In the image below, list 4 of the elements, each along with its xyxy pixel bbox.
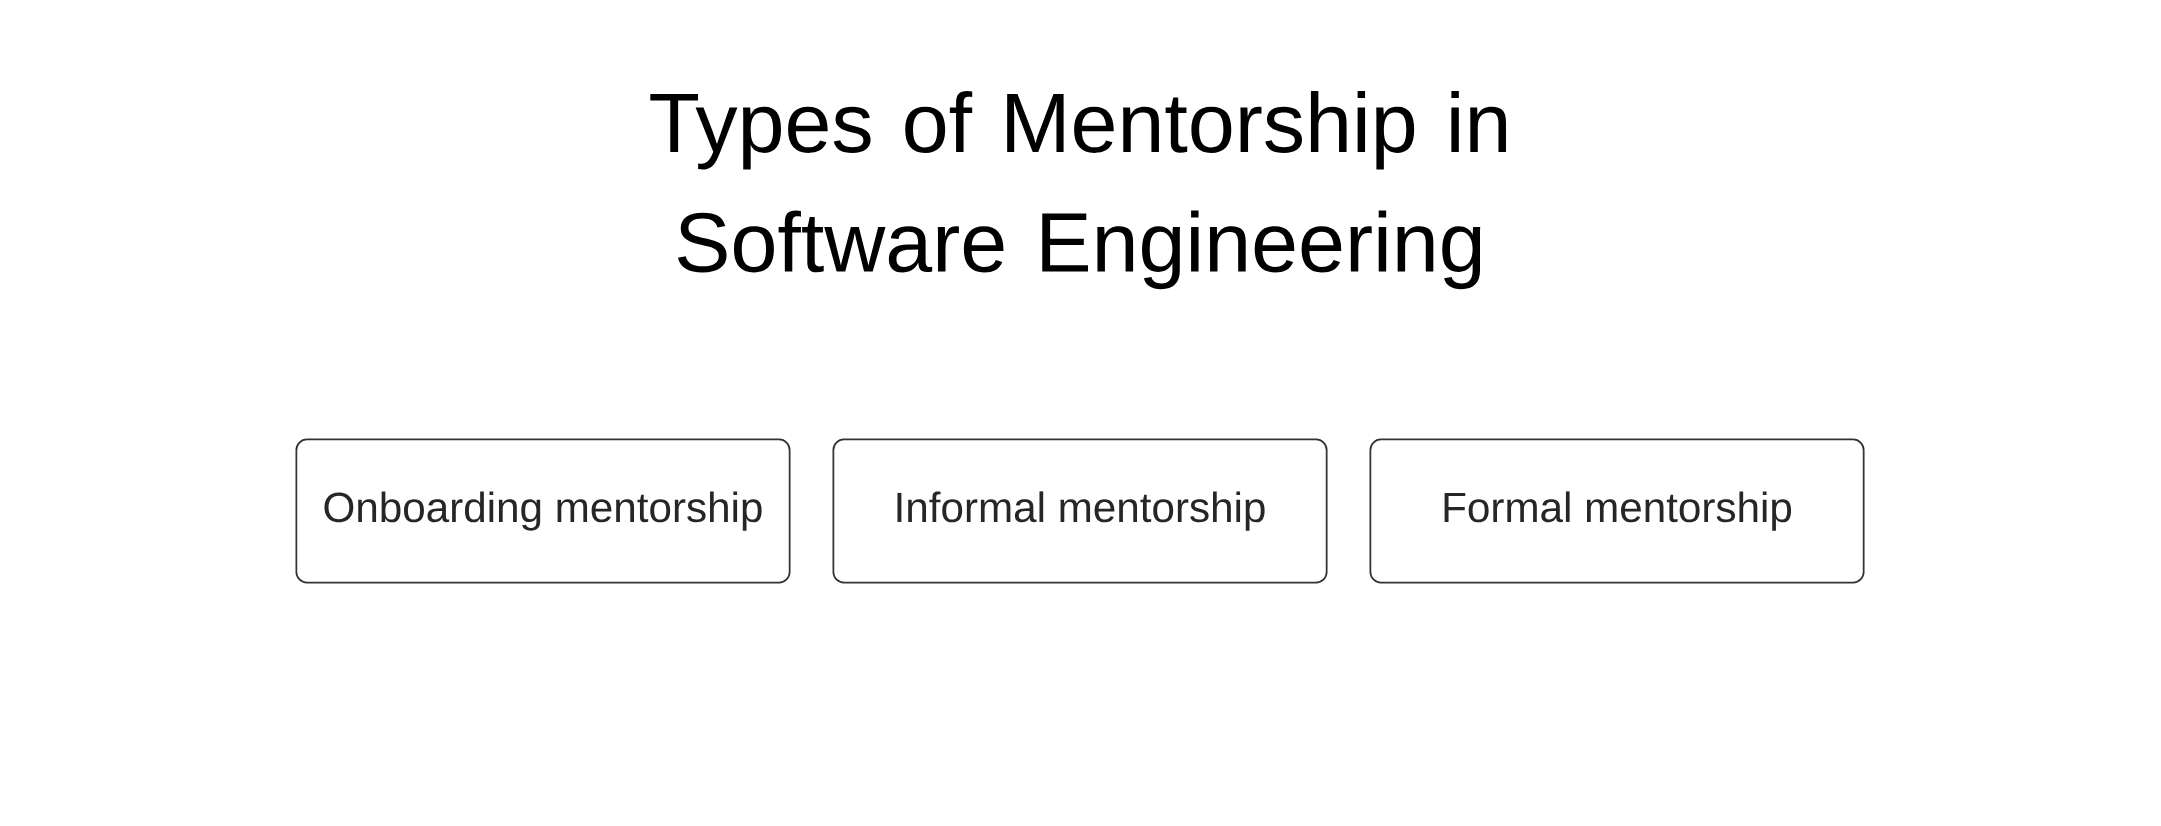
text-box: Onboarding mentorship [295, 438, 791, 584]
text-box: Formal mentorship [1369, 438, 1865, 584]
text-box: Informal mentorship [832, 438, 1328, 584]
title: Types of Mentorship in Software Engineering [650, 90, 1506, 290]
